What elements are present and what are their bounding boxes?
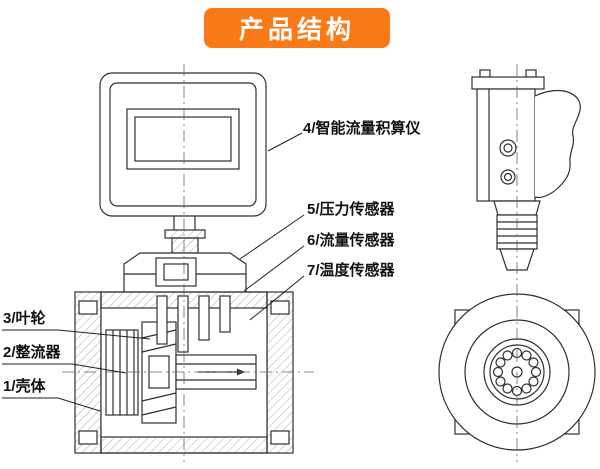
left-flange — [74, 291, 102, 454]
callout-flow-sensor: 6/流量传感器 — [307, 232, 395, 249]
handle-grip — [534, 89, 581, 199]
pressure-sensor-plug — [156, 295, 168, 345]
callout-pressure-sensor: 5/压力传感器 — [307, 201, 395, 218]
callout-temperature-sensor: 7/温度传感器 — [307, 262, 395, 279]
centerlines — [62, 64, 518, 462]
callout-impeller: 3/叶轮 — [3, 310, 46, 327]
leader-rectifier — [2, 363, 127, 374]
page-title: 产品结构 — [238, 16, 355, 44]
callout-rectifier: 2/整流器 — [3, 344, 61, 361]
leader-totalizer — [267, 132, 303, 152]
leader-pressure-sensor — [239, 214, 305, 260]
callout-housing: 1/壳体 — [3, 378, 46, 395]
leader-flow-sensor — [243, 245, 305, 292]
temperature-sensor-plug — [198, 295, 210, 341]
page-title-banner: 产品结构 — [204, 8, 390, 48]
stem — [164, 216, 206, 254]
callout-totalizer: 4/智能流量积算仪 — [303, 120, 421, 137]
flow-sensor-plug — [177, 295, 189, 353]
side-view-drawing — [438, 69, 596, 451]
side-totalizer — [471, 69, 545, 202]
turbine-window — [492, 347, 542, 397]
sensor-bonnet — [123, 252, 247, 297]
leader-housing — [2, 397, 101, 412]
right-flange — [266, 291, 294, 454]
leader-lines — [2, 132, 305, 412]
sensor-plugs — [156, 295, 231, 353]
totalizer-head — [99, 72, 267, 217]
leader-temperature-sensor — [249, 275, 305, 321]
leader-impeller — [2, 329, 151, 340]
